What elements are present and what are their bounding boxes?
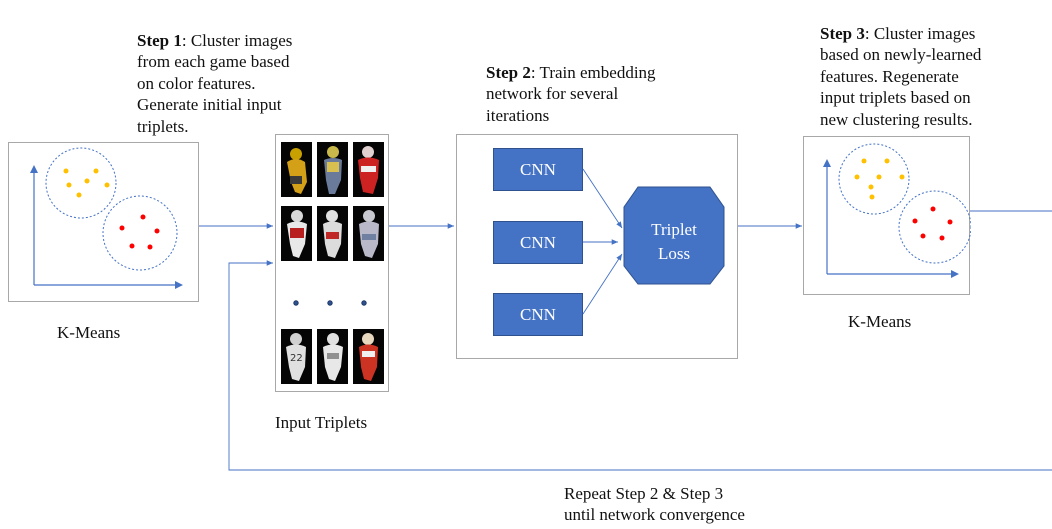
kmeans-left-plot [30,147,183,289]
step2-title: Step 2 [486,62,531,82]
kmeans-left-box [8,142,199,302]
step3-title: Step 3 [820,23,865,43]
player-thumb [353,142,384,197]
player-thumb [353,206,384,261]
ellipsis-dots [276,295,390,306]
kmeans-right-box [803,136,972,295]
input-triplets-label: Input Triplets [275,413,368,432]
cluster-red [898,190,972,264]
player-thumb [317,206,348,261]
triplet-loss-shape [623,186,725,285]
cnn-block-2: CNN [493,221,583,264]
player-thumb [353,329,384,384]
cnn-block-3: CNN [493,293,583,336]
cluster-yellow [838,143,910,215]
step1-description: : Cluster images from each game based on… [137,30,293,136]
step2-description: : Train embedding network for several it… [486,62,656,125]
player-thumb [317,329,348,384]
player-thumb: 22 [281,329,312,384]
cluster-red [102,195,178,271]
repeat-note: Repeat Step 2 & Step 3 until network con… [564,484,745,524]
cluster-yellow [45,147,117,219]
kmeans-right-label: K-Means [848,312,912,331]
step2-text: Step 2: Train embedding network for seve… [486,40,716,126]
player-thumb [317,142,348,197]
step1-text: Step 1: Cluster images from each game ba… [137,8,367,137]
cnn-block-1: CNN [493,148,583,191]
svg-text:22: 22 [290,353,303,364]
player-thumb [281,142,312,197]
step1-title: Step 1 [137,30,182,50]
player-thumb [281,206,312,261]
input-triplets-box: 22 [275,134,389,392]
step3-text: Step 3: Cluster images based on newly-le… [820,1,1050,130]
triplet-loss-label: Triplet Loss [651,220,697,263]
kmeans-right-plot [823,143,972,278]
kmeans-left-label: K-Means [57,323,121,342]
step3-description: : Cluster images based on newly-learned … [820,23,982,129]
